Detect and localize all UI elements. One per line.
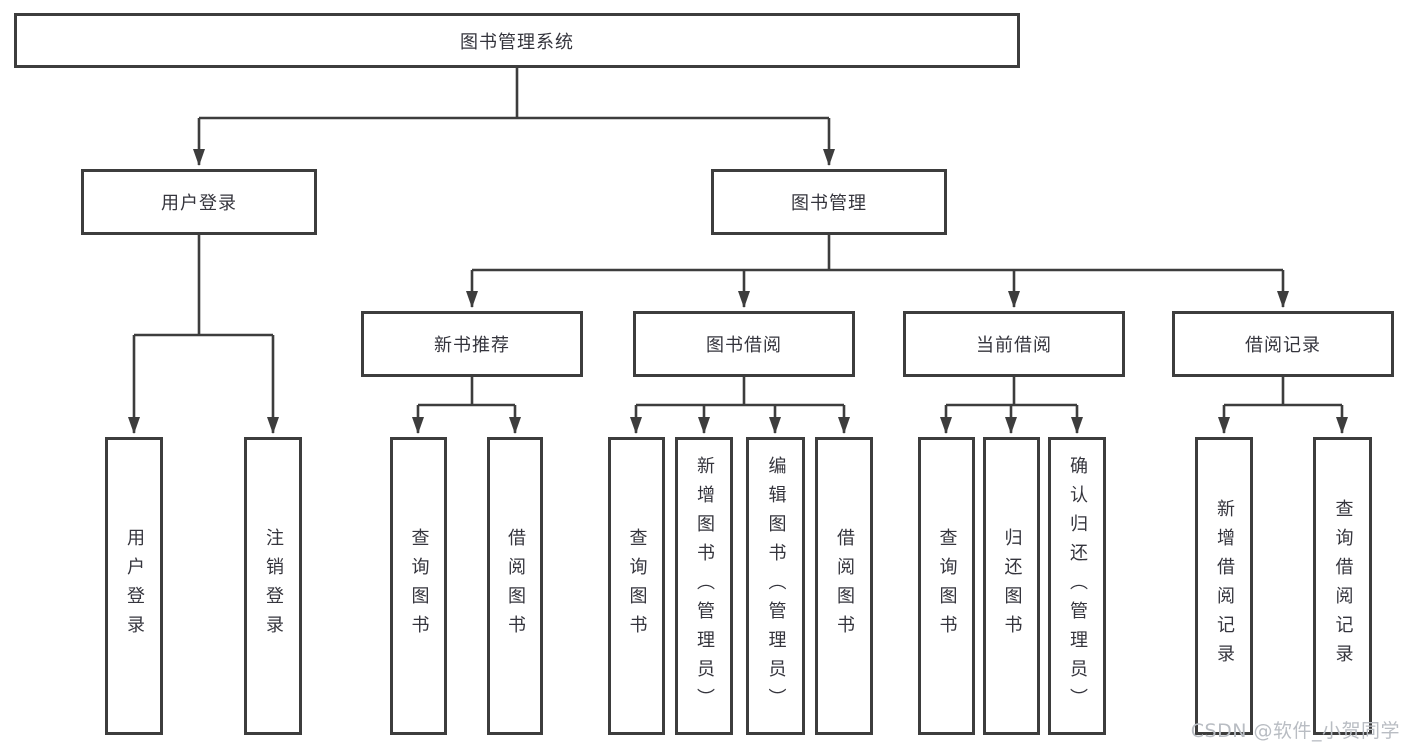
node-current-borrowing-label: 当前借阅: [976, 335, 1052, 356]
leaf-borrow-book-borrow: 借阅图书: [815, 437, 873, 735]
watermark: CSDN @软件_小贺同学: [1190, 720, 1400, 742]
connector-root: [193, 68, 835, 166]
connector-new-books: [412, 377, 521, 434]
leaf-add-borrow-record-label: 新增借阅记录: [1214, 499, 1235, 673]
node-book-management-label: 图书管理: [791, 193, 867, 214]
connector-book-mgmt: [466, 235, 1289, 308]
node-new-book-recommendation: 新书推荐: [361, 311, 583, 377]
leaf-query-borrow-record-label: 查询借阅记录: [1332, 499, 1354, 673]
leaf-query-book-borrow: 查询图书: [608, 437, 665, 735]
connector-current: [940, 377, 1083, 434]
node-new-book-recommendation-label: 新书推荐: [434, 335, 510, 356]
node-library-management-system: 图书管理系统: [14, 13, 1020, 68]
leaf-edit-book-admin: 编辑图书（管理员）: [746, 437, 805, 735]
node-book-management: 图书管理: [711, 169, 947, 235]
node-current-borrowing: 当前借阅: [903, 311, 1125, 377]
leaf-logout: 注销登录: [244, 437, 302, 735]
leaf-user-login: 用户登录: [105, 437, 163, 735]
leaf-query-book-current: 查询图书: [918, 437, 975, 735]
leaf-borrow-book-newbooks-label: 借阅图书: [505, 528, 526, 644]
connector-borrow: [630, 377, 850, 434]
connector-user-login: [128, 235, 279, 434]
leaf-query-book-newbooks: 查询图书: [390, 437, 447, 735]
node-user-login: 用户登录: [81, 169, 317, 235]
node-library-management-system-label: 图书管理系统: [460, 31, 574, 53]
leaf-query-book-newbooks-label: 查询图书: [408, 528, 430, 644]
leaf-confirm-return-admin-label: 确认归还（管理员）: [1067, 455, 1088, 717]
node-borrowing-records-label: 借阅记录: [1245, 335, 1321, 356]
leaf-query-book-borrow-label: 查询图书: [626, 528, 648, 644]
leaf-borrow-book-newbooks: 借阅图书: [487, 437, 543, 735]
leaf-add-borrow-record: 新增借阅记录: [1195, 437, 1253, 735]
leaf-logout-label: 注销登录: [263, 528, 284, 644]
node-borrowing-records: 借阅记录: [1172, 311, 1394, 377]
leaf-return-book: 归还图书: [983, 437, 1040, 735]
leaf-query-borrow-record: 查询借阅记录: [1313, 437, 1372, 735]
connector-records: [1218, 377, 1348, 434]
leaf-add-book-admin: 新增图书（管理员）: [675, 437, 733, 735]
leaf-confirm-return-admin: 确认归还（管理员）: [1048, 437, 1106, 735]
leaf-user-login-label: 用户登录: [124, 528, 145, 644]
leaf-borrow-book-borrow-label: 借阅图书: [834, 528, 855, 644]
leaf-add-book-admin-label: 新增图书（管理员）: [694, 455, 715, 717]
leaf-return-book-label: 归还图书: [1001, 528, 1023, 644]
node-book-borrowing-label: 图书借阅: [706, 335, 782, 356]
node-user-login-label: 用户登录: [161, 193, 237, 214]
leaf-query-book-current-label: 查询图书: [936, 528, 958, 644]
node-book-borrowing: 图书借阅: [633, 311, 855, 377]
leaf-edit-book-admin-label: 编辑图书（管理员）: [765, 455, 787, 717]
